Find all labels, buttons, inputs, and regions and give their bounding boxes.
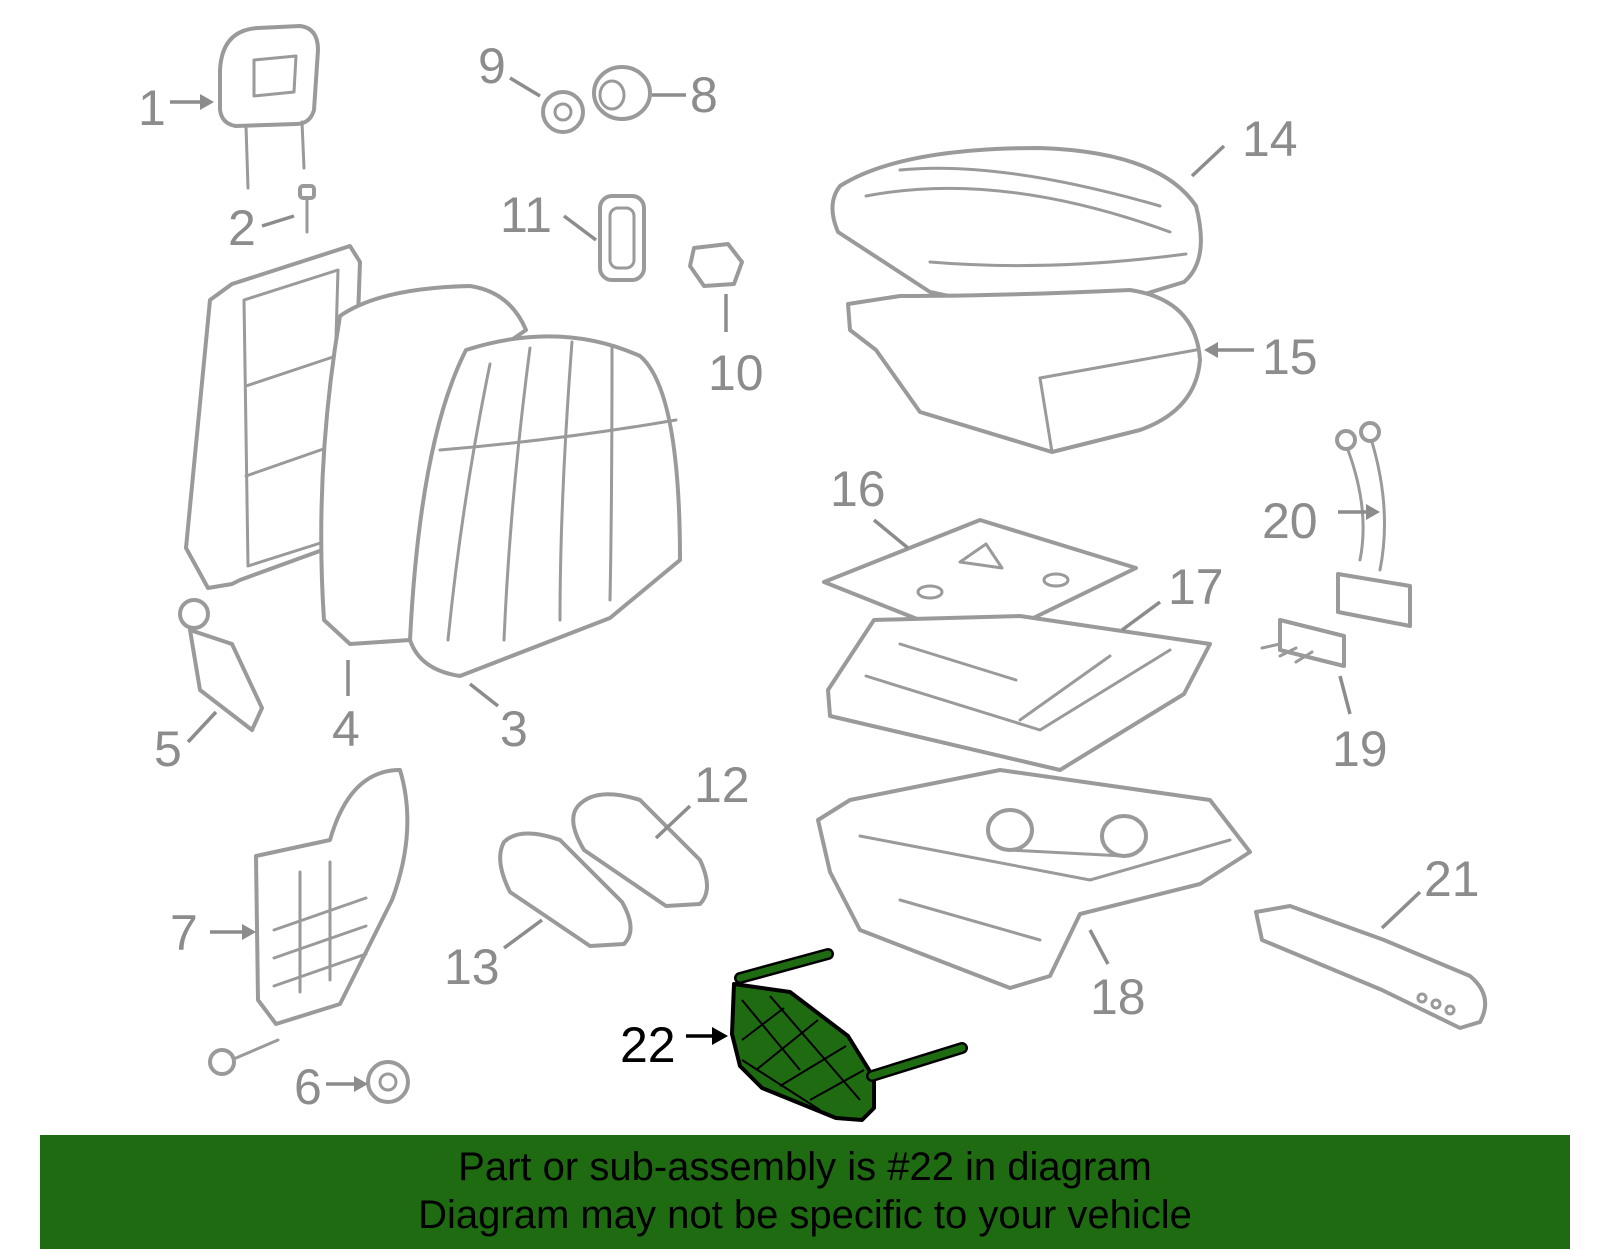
callout-5: 5 [154,710,218,777]
disclaimer-banner: Part or sub-assembly is #22 in diagram D… [40,1135,1570,1249]
part-13-shield[interactable] [498,831,633,948]
part-19-switch[interactable] [1260,618,1346,668]
svg-text:5: 5 [154,721,182,777]
part-1-headrest[interactable] [218,24,320,190]
callout-11: 11 [500,187,598,243]
callout-22: 22 [620,1017,728,1073]
callout-19: 19 [1332,675,1388,777]
part-9-nut[interactable] [541,90,585,134]
svg-text:14: 14 [1242,111,1298,167]
callout-21: 21 [1380,851,1480,930]
part-14-cushion-cover[interactable] [830,146,1203,322]
svg-text:17: 17 [1168,559,1224,615]
callout-10: 10 [708,294,764,401]
banner-line-1: Part or sub-assembly is #22 in diagram [458,1145,1152,1189]
part-7-seatback-panel[interactable] [208,768,410,1076]
part-6-nut[interactable] [366,1060,410,1104]
callout-7: 7 [170,905,256,961]
svg-text:18: 18 [1090,969,1146,1025]
part-3-seatback-cover[interactable] [408,334,682,678]
svg-text:7: 7 [170,905,198,961]
svg-text:4: 4 [332,701,360,757]
banner-line-2: Diagram may not be specific to your vehi… [418,1193,1192,1237]
svg-text:16: 16 [830,461,886,517]
part-5-seatback-frame[interactable] [178,244,362,732]
callout-17: 17 [1120,559,1224,632]
svg-text:8: 8 [690,67,718,123]
part-20-harness[interactable] [1335,421,1412,628]
callout-13: 13 [444,918,544,995]
svg-text:9: 9 [478,38,506,94]
svg-text:11: 11 [500,187,552,243]
part-8-bushing[interactable] [592,65,652,121]
callout-20: 20 [1262,493,1380,549]
callout-8: 8 [652,67,718,123]
callout-2: 2 [228,200,295,256]
callout-16: 16 [830,461,910,550]
svg-text:19: 19 [1332,721,1388,777]
callout-6: 6 [294,1059,368,1115]
svg-text:10: 10 [708,345,764,401]
svg-text:3: 3 [500,701,528,757]
svg-text:22: 22 [620,1017,676,1073]
part-21-side-trim[interactable] [1254,904,1488,1030]
svg-text:1: 1 [138,80,166,136]
part-18-seat-base[interactable] [816,768,1252,990]
part-15-cushion-pad[interactable] [846,288,1202,454]
part-11-bezel[interactable] [598,194,646,282]
part-22-highlighted[interactable] [730,948,968,1122]
part-10-knob[interactable] [688,242,744,288]
callout-12: 12 [654,757,750,840]
svg-text:2: 2 [228,200,256,256]
part-12-shield[interactable] [571,792,709,908]
svg-text:13: 13 [444,939,500,995]
callout-9: 9 [478,38,541,98]
svg-text:12: 12 [694,757,750,813]
callout-3: 3 [468,682,528,757]
callout-18: 18 [1088,929,1146,1025]
svg-text:20: 20 [1262,493,1318,549]
callout-14: 14 [1190,111,1298,178]
callout-15: 15 [1204,329,1318,385]
callout-4: 4 [332,660,360,757]
svg-text:6: 6 [294,1059,322,1115]
callout-1: 1 [138,80,214,136]
part-17-cushion-frame[interactable] [826,614,1212,772]
svg-text:15: 15 [1262,329,1318,385]
svg-text:21: 21 [1424,851,1480,907]
part-2-guide[interactable] [298,184,316,234]
